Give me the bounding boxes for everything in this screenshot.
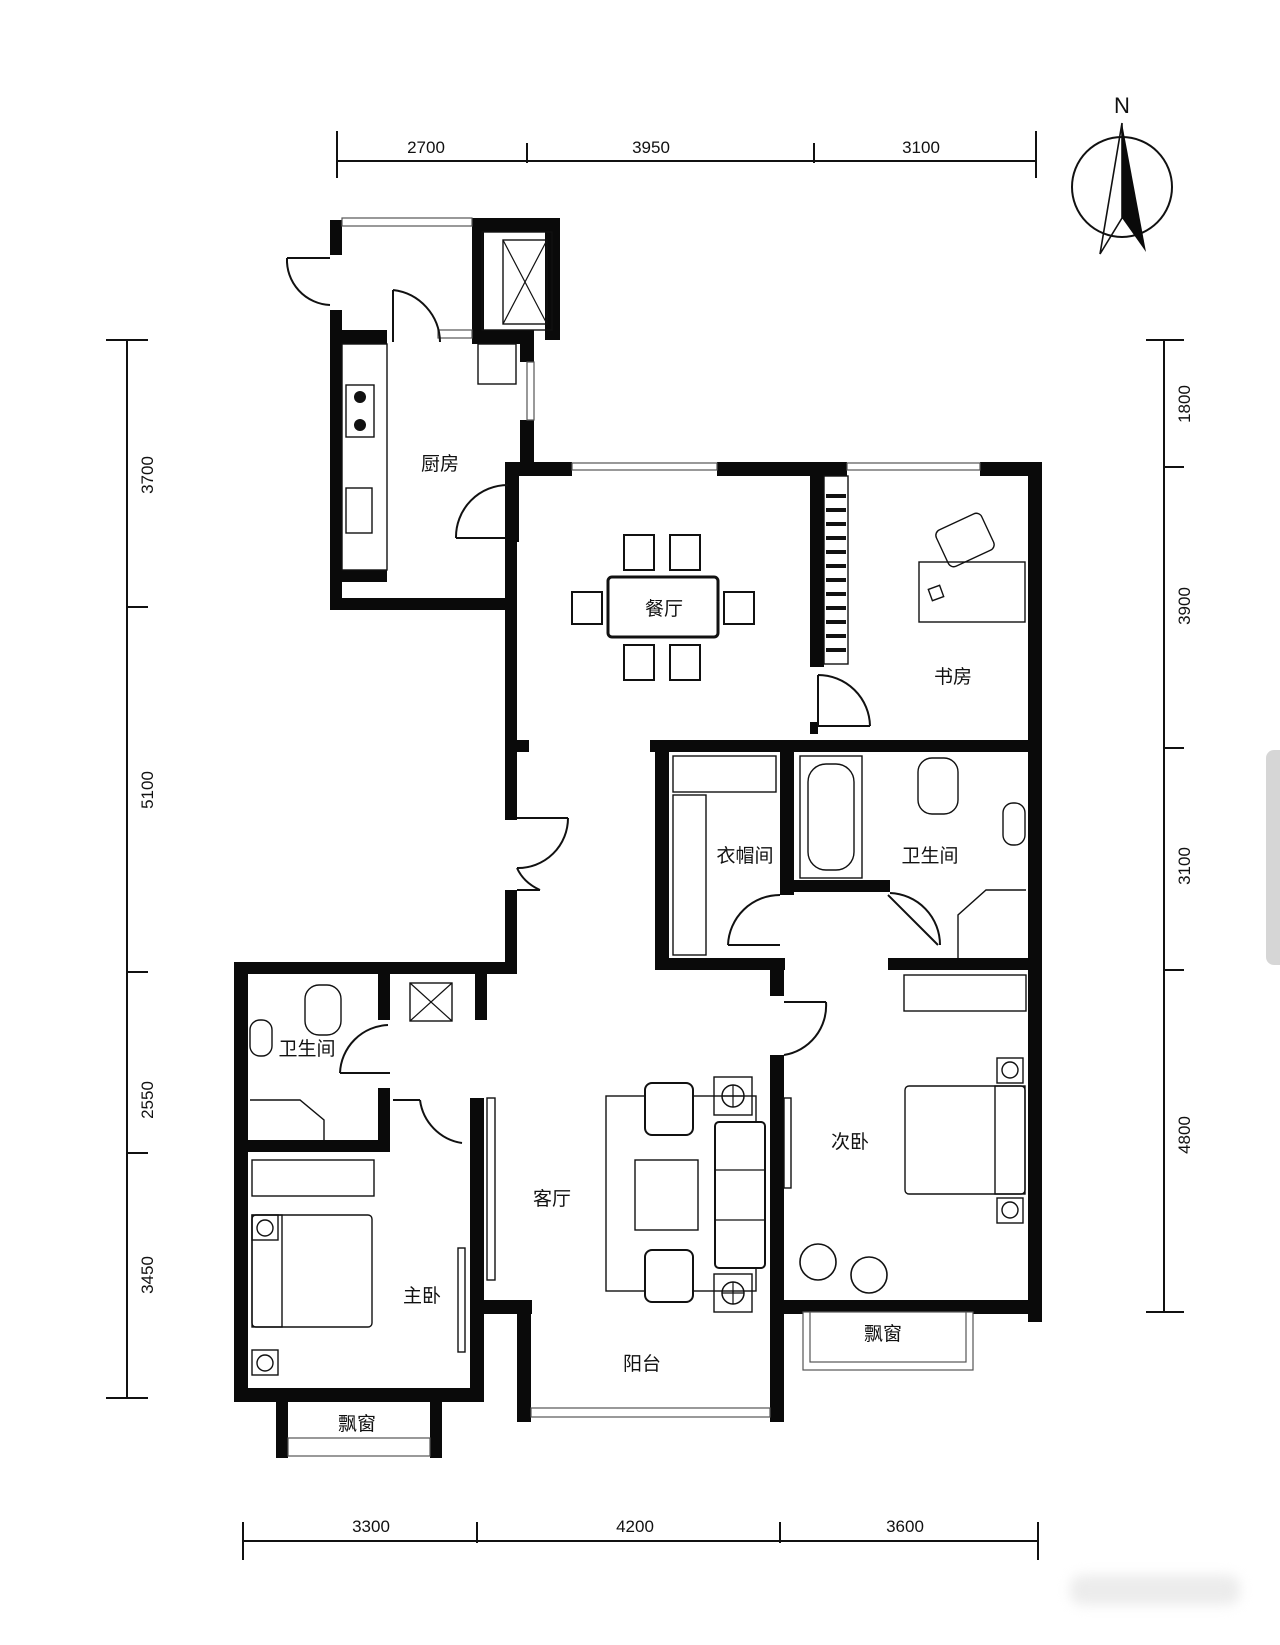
dim-top-1: 2700 <box>407 138 445 157</box>
bay-window-right <box>802 1311 974 1371</box>
dimension-top: 2700 3950 3100 <box>336 131 1037 178</box>
dim-bottom-1: 3300 <box>352 1517 390 1536</box>
bathtub-icon <box>799 755 863 879</box>
room-label-kitchen: 厨房 <box>421 453 459 475</box>
side-table-icon <box>850 1256 888 1294</box>
room-label-bay-window-right: 飘窗 <box>864 1323 902 1345</box>
dimension-bottom: 3300 4200 3600 <box>242 1517 1039 1560</box>
dimension-left: 3700 5100 2550 3450 <box>106 339 157 1399</box>
room-label-master-bedroom: 主卧 <box>403 1285 441 1307</box>
dim-left-2: 5100 <box>138 771 157 809</box>
shelf-icon <box>823 475 849 665</box>
dim-right-1: 1800 <box>1175 385 1194 423</box>
bay-window-left <box>276 1398 442 1458</box>
dim-top-3: 3100 <box>902 138 940 157</box>
room-label-cloakroom: 衣帽间 <box>716 845 773 867</box>
dim-left-1: 3700 <box>138 456 157 494</box>
bed-second-icon <box>799 1057 1026 1294</box>
dim-right-3: 3100 <box>1175 847 1194 885</box>
room-labels: 厨房 餐厅 书房 衣帽间 卫生间 卫生间 客厅 主卧 次卧 阳台 飘窗 飘窗 <box>278 453 972 1435</box>
armchair-icon <box>799 1243 837 1281</box>
kitchen-counter <box>341 343 517 571</box>
desk-icon <box>918 512 1026 623</box>
dim-top-2: 3950 <box>632 138 670 157</box>
room-label-balcony: 阳台 <box>623 1353 661 1375</box>
dim-bottom-2: 4200 <box>616 1517 654 1536</box>
room-label-bathroom-master: 卫生间 <box>278 1038 335 1060</box>
shower-icon <box>250 889 1026 1140</box>
room-label-second-bedroom: 次卧 <box>831 1131 869 1153</box>
room-label-bathroom-main: 卫生间 <box>901 845 958 867</box>
elevator-shaft-icon <box>481 231 553 331</box>
compass-label: N <box>1114 93 1130 118</box>
toilet-icon <box>249 757 1026 1057</box>
dim-right-2: 3900 <box>1175 587 1194 625</box>
sink-icon <box>345 487 373 534</box>
doors <box>285 257 941 1144</box>
sofa-set-icon <box>605 1076 766 1313</box>
tile-icon <box>409 982 453 1022</box>
room-label-bay-window-left: 飘窗 <box>338 1413 376 1435</box>
room-label-dining: 餐厅 <box>645 598 683 620</box>
dim-right-4: 4800 <box>1175 1116 1194 1154</box>
stove-icon <box>345 384 375 438</box>
bed-master-icon <box>251 1214 373 1376</box>
wardrobe-icon <box>251 755 1027 1197</box>
room-label-living: 客厅 <box>533 1188 571 1210</box>
dining-table-icon <box>571 534 755 681</box>
tv-cabinet-icon <box>457 1097 792 1353</box>
dimension-right: 1800 3900 3100 4800 <box>1146 339 1194 1313</box>
walls <box>234 218 1042 1422</box>
room-label-study: 书房 <box>934 666 972 688</box>
windows <box>341 217 981 1418</box>
dim-bottom-3: 3600 <box>886 1517 924 1536</box>
dim-left-3: 2550 <box>138 1081 157 1119</box>
dim-left-4: 3450 <box>138 1256 157 1294</box>
side-drawer-handle[interactable] <box>1266 750 1280 965</box>
north-compass-icon: N <box>1071 93 1173 255</box>
blurred-watermark <box>1070 1575 1240 1605</box>
